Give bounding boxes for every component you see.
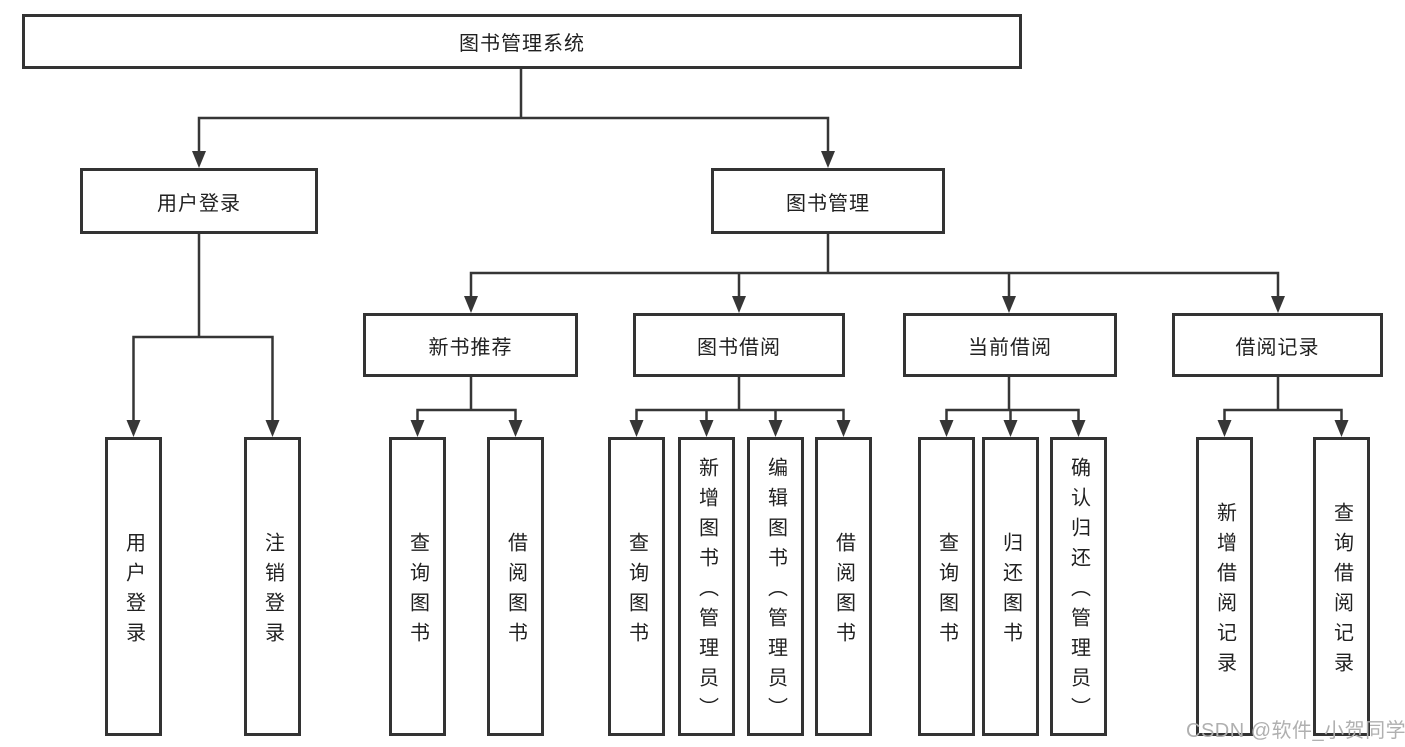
leaf-confirm-return-admin: 确认归还（管理员） — [1050, 437, 1107, 736]
arrowheads — [126, 151, 1349, 437]
leaf-borrow-books-recommend-label: 借阅图书 — [504, 531, 527, 652]
leaf-return-book: 归还图书 — [982, 437, 1039, 736]
leaf-query-books-borrowing: 查询图书 — [608, 437, 665, 736]
leaf-edit-book-admin: 编辑图书（管理员） — [747, 437, 804, 736]
node-library-system: 图书管理系统 — [22, 14, 1022, 69]
leaf-query-books-recommend: 查询图书 — [389, 437, 446, 736]
leaf-borrow-books-recommend: 借阅图书 — [487, 437, 544, 736]
node-current-borrowing: 当前借阅 — [903, 313, 1117, 377]
leaf-add-book-admin-label: 新增图书（管理员） — [695, 456, 718, 727]
leaf-logout: 注销登录 — [244, 437, 301, 736]
leaf-query-borrow-record-label: 查询借阅记录 — [1330, 501, 1353, 682]
leaf-user-login: 用户登录 — [105, 437, 162, 736]
leaf-borrow-books-label: 借阅图书 — [832, 531, 855, 652]
leaf-query-books-current: 查询图书 — [918, 437, 975, 736]
leaf-edit-book-admin-label: 编辑图书（管理员） — [764, 456, 787, 727]
node-borrowing-records: 借阅记录 — [1172, 313, 1383, 377]
leaf-add-book-admin: 新增图书（管理员） — [678, 437, 735, 736]
node-book-borrowing: 图书借阅 — [633, 313, 845, 377]
leaf-add-borrow-record-label: 新增借阅记录 — [1213, 501, 1236, 682]
node-new-book-recommendation: 新书推荐 — [363, 313, 578, 377]
leaf-query-books-recommend-label: 查询图书 — [406, 531, 429, 652]
leaf-query-books-current-label: 查询图书 — [935, 531, 958, 652]
node-book-management: 图书管理 — [711, 168, 945, 234]
leaf-query-books-borrowing-label: 查询图书 — [625, 531, 648, 652]
leaf-return-book-label: 归还图书 — [999, 531, 1022, 652]
leaf-add-borrow-record: 新增借阅记录 — [1196, 437, 1253, 736]
leaf-confirm-return-admin-label: 确认归还（管理员） — [1067, 456, 1090, 727]
watermark: CSDN @软件_小贺同学 — [1186, 720, 1405, 742]
leaf-user-login-label: 用户登录 — [122, 531, 145, 652]
node-user-login: 用户登录 — [80, 168, 318, 234]
leaf-logout-label: 注销登录 — [261, 531, 284, 652]
leaf-borrow-books: 借阅图书 — [815, 437, 872, 736]
leaf-query-borrow-record: 查询借阅记录 — [1313, 437, 1370, 736]
